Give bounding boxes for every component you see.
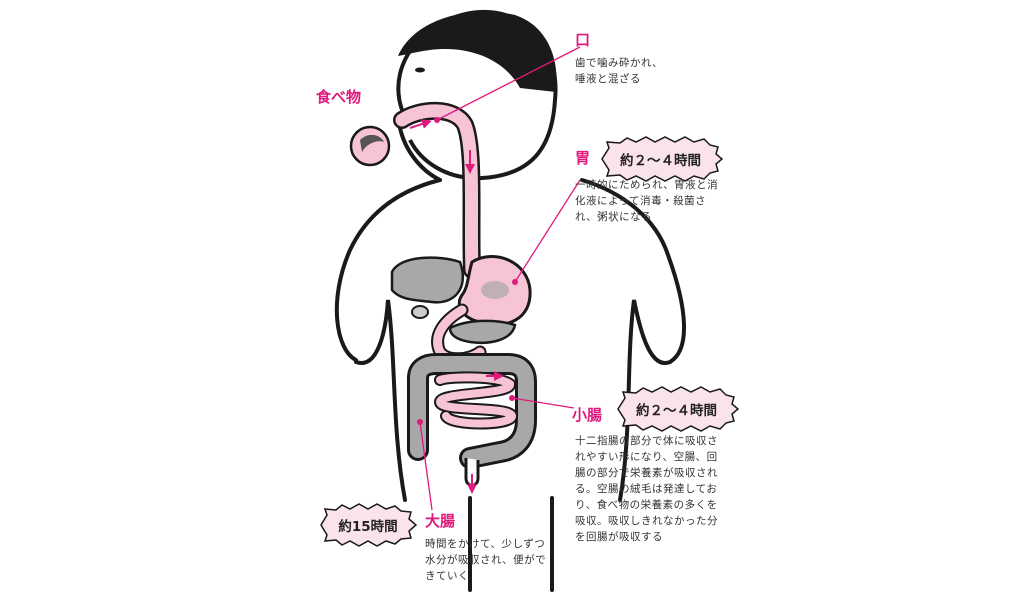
large-intestine-label: 大腸	[425, 512, 456, 530]
large-intestine-time-badge: 約15時間	[318, 503, 418, 547]
mouth-label: 口	[575, 31, 591, 49]
stomach-leader-line	[514, 179, 581, 283]
small-intestine-label: 小腸	[572, 406, 603, 424]
torso-outline	[354, 299, 672, 502]
gallbladder	[411, 305, 429, 319]
stomach-label: 胃	[575, 149, 591, 167]
small-intestine-description: 十二指腸の部分で体に吸収さ れやすい形になり、空腸、回 腸の部分で栄養素が吸収さ…	[575, 435, 718, 543]
burst-shape	[320, 503, 418, 547]
liver	[390, 256, 465, 304]
large-intestine-leader-line	[419, 421, 433, 511]
eye	[415, 67, 425, 73]
pancreas	[448, 319, 517, 344]
large-intestine-description: 時間をかけて、少しずつ 水分が吸収され、便がで きていく	[425, 538, 547, 582]
burst-shape	[617, 386, 739, 432]
stomach-time-badge: 約２〜４時間	[598, 136, 723, 182]
mouth-leader-line	[436, 46, 581, 121]
burst-shape	[601, 136, 723, 182]
small-intestine-time-badge: 約２〜４時間	[614, 386, 739, 432]
body-outline	[334, 126, 686, 592]
small-intestine-leader-line	[511, 397, 575, 409]
hair	[398, 11, 557, 92]
flow-arrow	[409, 119, 432, 129]
food-label: 食べ物	[316, 88, 362, 106]
food-ball	[349, 125, 391, 167]
mouth-description: 歯で噛み砕かれ、 唾液と混ざる	[575, 57, 664, 85]
stomach-description: 一時的にためられ、胃液と消 化液によって消毒・殺菌さ れ、粥状になる	[575, 179, 719, 223]
